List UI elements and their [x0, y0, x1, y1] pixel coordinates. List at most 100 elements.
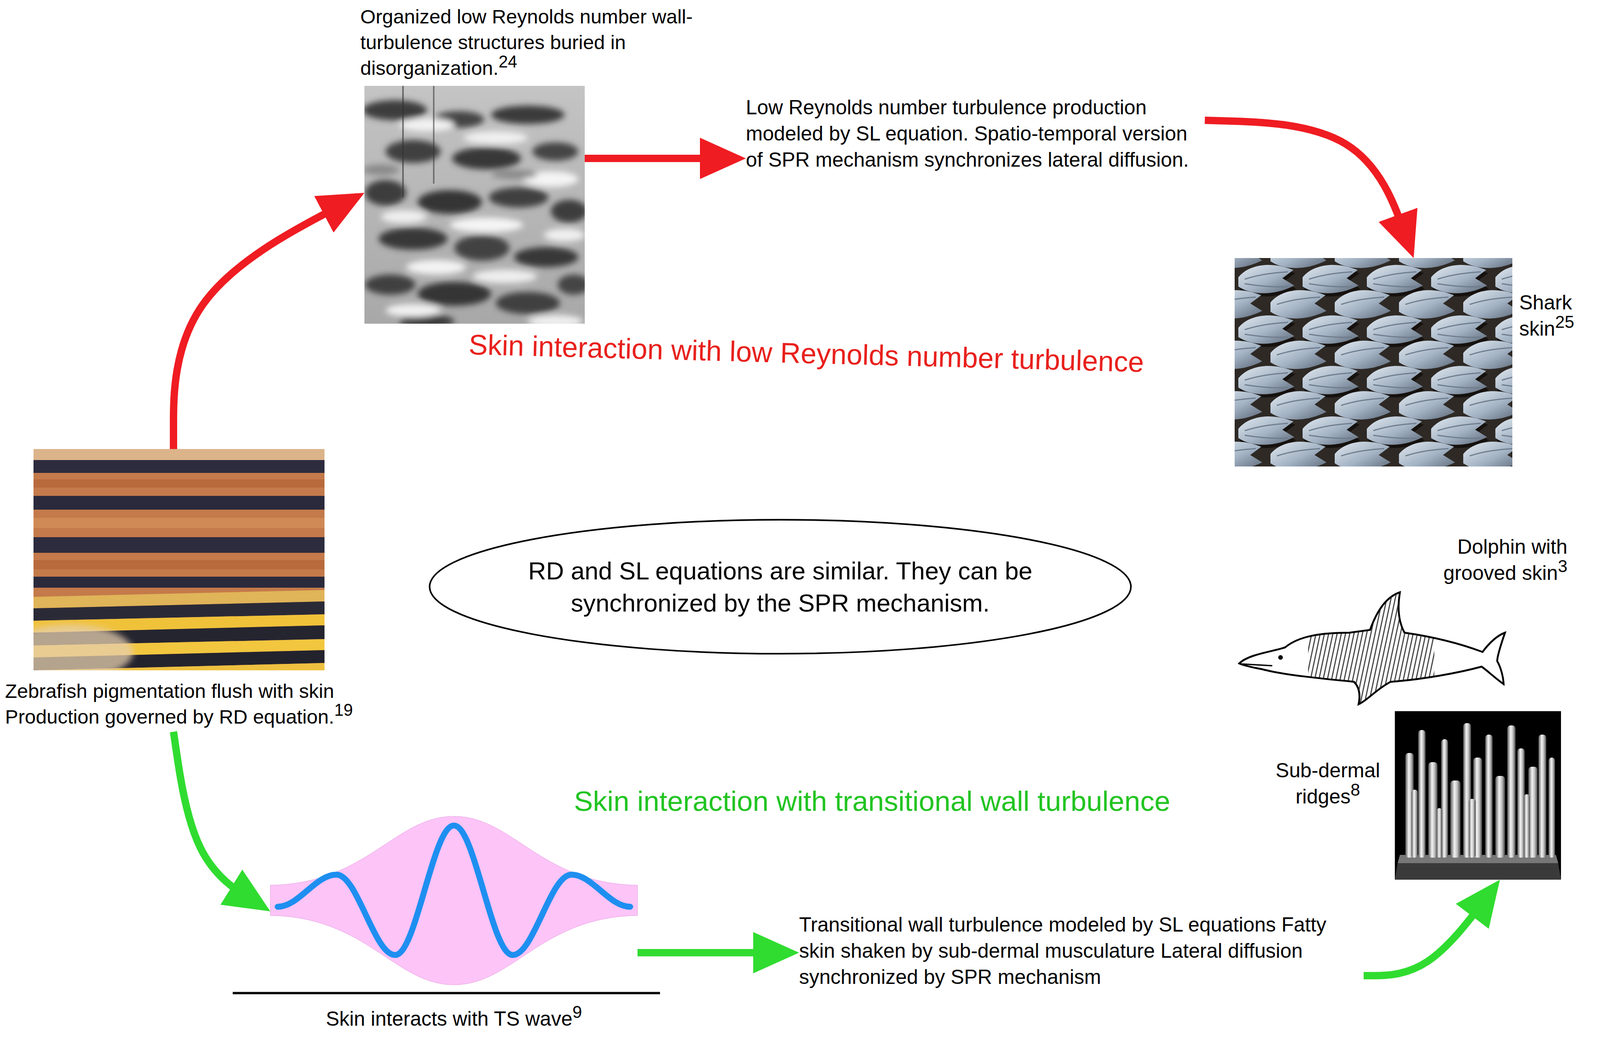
illustration-part: [463, 131, 528, 145]
illustration-part: [1234, 257, 1513, 467]
illustration-part: [364, 100, 585, 324]
reference-number: 25: [1555, 312, 1575, 332]
caption-text: Zebrafish pigmentation flush with skin P…: [5, 679, 335, 728]
illustration-part: [33, 517, 325, 528]
illustration-part: [1517, 748, 1525, 858]
illustration-part: [527, 314, 583, 324]
ts-wave-figure: Skin interacts with TS wave9: [270, 816, 638, 985]
section-label: Skin interaction with low Reynolds numbe…: [468, 327, 1145, 380]
illustration-part: [33, 448, 325, 460]
illustration-part: [33, 459, 325, 473]
reference-number: 3: [1557, 556, 1568, 576]
reference-number: 9: [572, 1001, 582, 1022]
illustration-part: [532, 142, 579, 161]
illustration-part: [472, 269, 538, 284]
illustration-part: [33, 576, 325, 588]
illustration-part: [33, 495, 325, 510]
illustration-part: [364, 100, 427, 121]
illustration-part: [495, 291, 560, 314]
illustration-part: [406, 259, 466, 275]
illustration-part: [454, 234, 510, 261]
caption-block: Zebrafish pigmentation flush with skin P…: [5, 678, 409, 730]
turbulence-photo-art: [364, 85, 585, 324]
illustration-part: [1418, 729, 1426, 858]
flow-arrow: [173, 199, 353, 449]
flow-arrow: [173, 731, 259, 904]
caption-block: Shark skin25: [1519, 289, 1593, 342]
illustration-part: [1308, 587, 1435, 707]
illustration-part: [1450, 780, 1461, 858]
caption-text: Dolphin with grooved skin: [1443, 535, 1568, 584]
illustration-part: [1485, 734, 1493, 858]
illustration-part: [1394, 710, 1561, 880]
illustration-part: [514, 246, 579, 268]
illustration-part: [491, 169, 538, 180]
reference-number: 24: [498, 52, 518, 72]
shark-skin-art: [1234, 257, 1513, 467]
illustration-part: [1308, 587, 1435, 707]
process-note: Low Reynolds number turbulence productio…: [745, 94, 1205, 174]
illustration-part: [1239, 592, 1505, 705]
illustration-part: [33, 537, 325, 553]
illustration-part: [232, 991, 661, 995]
illustration-part: [1278, 654, 1283, 660]
section-label: Skin interaction with transitional wall …: [574, 783, 1171, 818]
illustration-part: [433, 85, 435, 184]
illustration-part: [1548, 757, 1556, 858]
illustration-part: [449, 217, 524, 233]
text-block: Low Reynolds number turbulence productio…: [745, 94, 1205, 174]
illustration-part: [378, 227, 448, 250]
ridges-art: [1394, 710, 1561, 880]
illustration-part: [364, 179, 407, 206]
ts-wave-art: [232, 816, 661, 993]
illustration-part: [452, 147, 521, 170]
illustration-part: [385, 139, 441, 163]
dolphin-art: [1239, 587, 1505, 707]
illustration-part: [270, 816, 638, 985]
illustration-part: [402, 85, 404, 198]
ellipse-outline: [428, 518, 1133, 655]
illustration-part: [550, 199, 585, 223]
caption-block: Sub-dermal ridges8: [1268, 756, 1388, 810]
illustration-part: [1394, 862, 1561, 880]
illustration-part: [491, 105, 565, 124]
illustration-part: [1441, 738, 1449, 858]
zebrafish-art: [33, 448, 325, 671]
illustration-part: [399, 118, 455, 132]
process-note: Transitional wall turbulence modeled by …: [799, 911, 1364, 991]
zebrafish-photo: Zebrafish pigmentation flush with skin P…: [5, 448, 409, 732]
note-text: Transitional wall turbulence modeled by …: [799, 912, 1327, 988]
illustration-part: [557, 274, 585, 295]
illustration-part: [1538, 734, 1547, 858]
illustration-part: [1436, 807, 1443, 858]
illustration-part: [1240, 663, 1273, 666]
flow-arrow: [1204, 120, 1410, 246]
illustration-part: [277, 825, 631, 955]
caption-text: Sub-dermal ridges: [1275, 758, 1380, 808]
illustration-part: [1523, 794, 1530, 858]
text-block: RD and SL equations are similar. They ca…: [481, 554, 1079, 619]
illustration-part: [1411, 789, 1418, 858]
illustration-part: [1468, 798, 1476, 858]
illustration-part: [417, 281, 492, 306]
reference-number: 8: [1350, 779, 1361, 800]
illustration-part: [488, 187, 549, 208]
illustration-part: [1507, 725, 1516, 858]
illustration-part: [33, 559, 325, 570]
flow-arrow: [1363, 890, 1492, 976]
illustration-part: [380, 210, 427, 224]
illustration-part: [385, 303, 441, 317]
flow-arrow: [637, 948, 786, 957]
caption-text: Skin interacts with TS wave: [325, 1006, 573, 1030]
caption-block: Skin interacts with TS wave9: [270, 1005, 638, 1032]
caption-block: Organized low Reynolds number wall-turbu…: [360, 4, 728, 82]
illustration-part: [33, 479, 325, 488]
ridges-render: Sub-dermal ridges8: [1394, 710, 1561, 880]
reference-number: 19: [334, 700, 353, 720]
summary-ellipse: RD and SL equations are similar. They ca…: [428, 518, 1133, 655]
text-block: Transitional wall turbulence modeled by …: [799, 911, 1364, 991]
illustration-part: [1428, 761, 1438, 858]
illustration-part: [543, 228, 585, 242]
dolphin-drawing: Dolphin with grooved skin3: [1234, 592, 1505, 705]
